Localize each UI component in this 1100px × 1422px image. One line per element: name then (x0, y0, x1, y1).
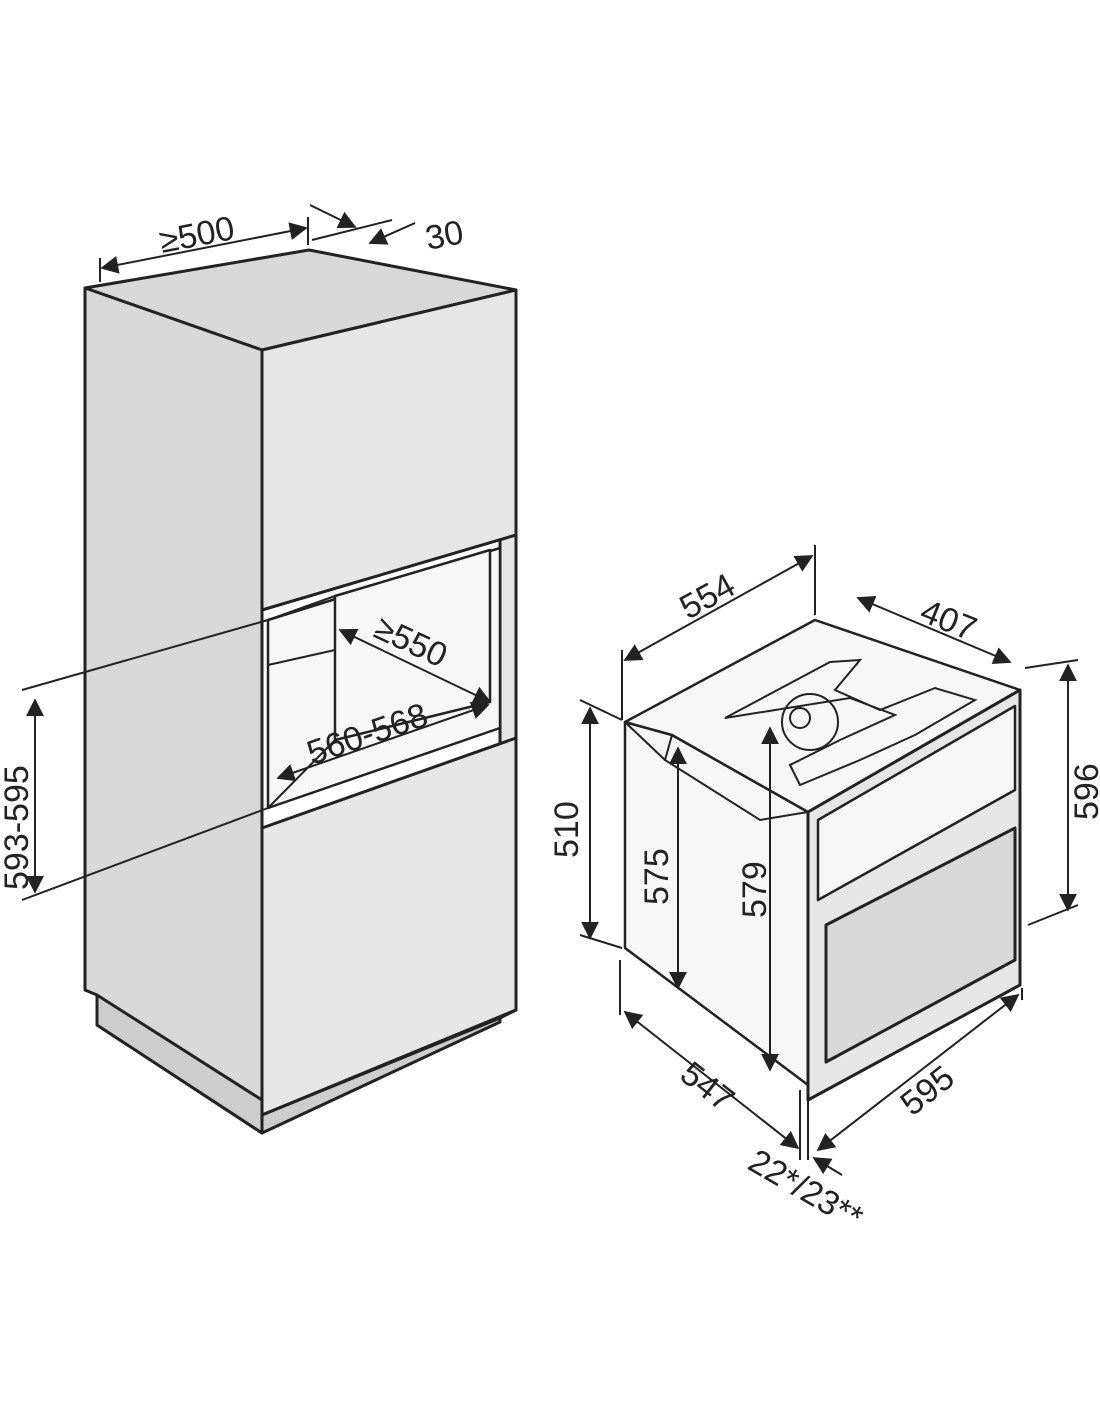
label-front-width: 595 (894, 1058, 962, 1123)
oven-top-recess (663, 734, 809, 822)
oven-top-rear (814, 619, 851, 633)
tall-cabinet (83, 248, 518, 1135)
label-top-gap: 30 (422, 213, 466, 258)
oven-dimensions (579, 545, 1079, 1176)
dim-596-ext-top (1024, 659, 1079, 669)
heating-element (724, 658, 978, 787)
dim-593-ext-bottom (21, 807, 269, 901)
label-inner-height: 593-595 (0, 765, 36, 890)
dim-547-line (623, 1010, 800, 1150)
oven-control-panel (816, 704, 1017, 902)
dim-500-line (100, 222, 308, 274)
dim-593-ext-top (21, 619, 269, 691)
label-front-height: 579 (736, 861, 774, 918)
dim-595-line (816, 993, 1020, 1152)
label-front-thickness: 22*/23** (742, 1142, 869, 1237)
niche-edge-1 (267, 595, 336, 621)
dim-560-line (276, 701, 490, 782)
dim-510-ext-bottom (579, 934, 623, 949)
dim-510-ext-top (579, 699, 623, 721)
label-total-height: 596 (1068, 763, 1100, 820)
dim-596-ext-bottom (1027, 904, 1079, 926)
dim-550-line (338, 628, 492, 704)
fan-hub (789, 707, 811, 729)
dim-30-ext (311, 219, 393, 241)
niche-floor-line (267, 649, 336, 666)
dim-30-arrow-1 (309, 204, 357, 228)
label-body-height: 510 (548, 801, 586, 858)
dim-407-line (856, 595, 1012, 665)
label-total-depth: 554 (673, 566, 741, 627)
dim-554-line (623, 555, 814, 661)
upper-door (260, 288, 518, 612)
label-body-depth: 547 (673, 1054, 741, 1119)
label-body-front-height: 575 (638, 848, 676, 905)
dim-30-arrow-2 (368, 222, 416, 245)
niche-dimensions (21, 204, 492, 901)
plinth-front (260, 1016, 502, 1135)
label-depth-min: ≥500 (156, 209, 237, 261)
dim-22-arrow (812, 1157, 843, 1176)
oven (623, 618, 1022, 1102)
fan-cover (781, 693, 839, 751)
oven-top-edge (624, 721, 666, 761)
label-top-depth: 407 (915, 592, 982, 648)
